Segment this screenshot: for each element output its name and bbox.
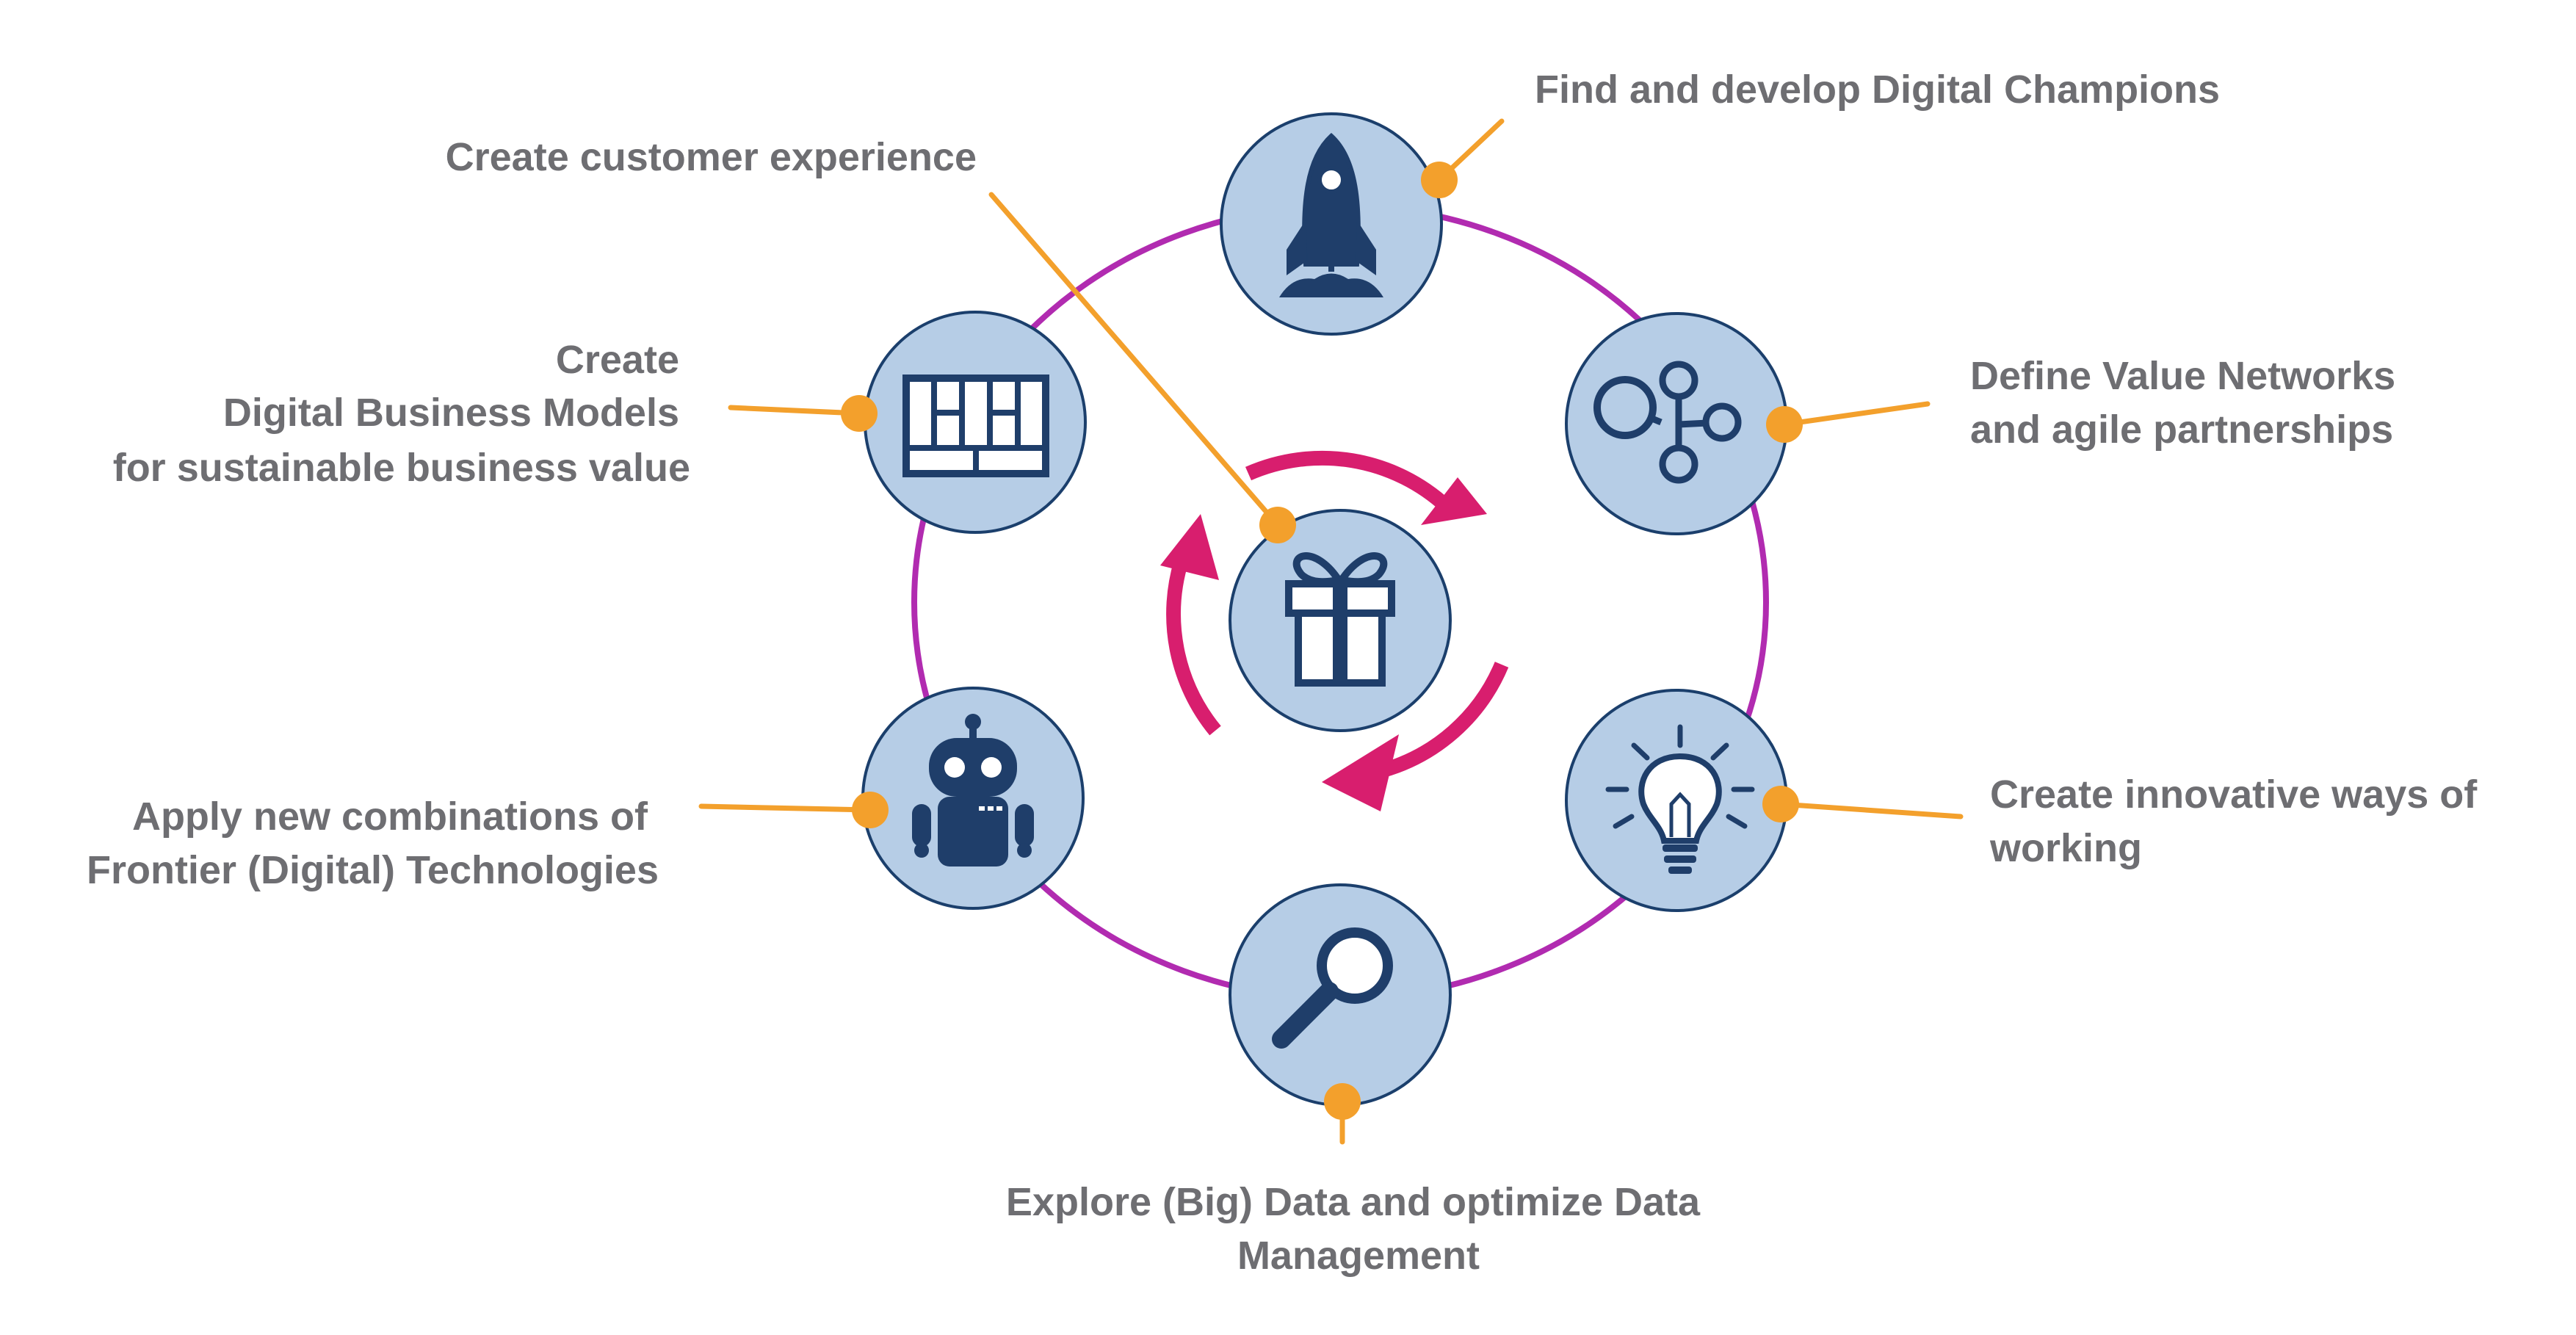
leader-value-networks: [1781, 401, 1931, 427]
cycle-arrows: [1160, 450, 1509, 811]
dot-value-networks: [1766, 406, 1803, 443]
label-business-models: Create Digital Business Models for susta…: [113, 338, 690, 490]
robot-icon: [912, 714, 1034, 867]
label-business-models-line-3: for sustainable business value: [113, 446, 690, 490]
leader-frontier-tech: [698, 803, 873, 813]
node-top: [1220, 112, 1443, 336]
node-center: [1229, 509, 1452, 732]
label-big-data-line-1: Explore (Big) Data and optimize Data: [1006, 1180, 1701, 1224]
dot-digital-champions: [1421, 162, 1458, 198]
label-innovative-ways: Create innovative ways of working: [1989, 773, 2488, 870]
cycle-arrow-top: [1245, 450, 1452, 513]
label-frontier-tech-line-2: Frontier (Digital) Technologies: [87, 848, 659, 892]
label-big-data-line-2: Management: [1237, 1234, 1480, 1278]
label-value-networks: Define Value Networks and agile partners…: [1970, 354, 2406, 452]
leader-business-models: [728, 405, 862, 416]
label-customer-experience: Create customer experience: [446, 135, 977, 179]
node-upper-left: [864, 311, 1087, 534]
dot-business-models: [841, 395, 878, 432]
dot-big-data: [1324, 1083, 1361, 1120]
cycle-arrowhead-left: [1160, 514, 1219, 580]
label-innovative-ways-line-2: working: [1989, 826, 2142, 870]
cycle-arrow-bottom: [1378, 662, 1509, 778]
labels: Create customer experience Find and deve…: [87, 68, 2488, 1278]
label-frontier-tech-line-1: Apply new combinations of: [132, 795, 648, 839]
magnifier-icon: [1272, 927, 1393, 1049]
leader-innovative-ways: [1778, 801, 1964, 820]
leader-dots: [841, 162, 1803, 1120]
node-bottom: [1229, 883, 1452, 1107]
label-business-models-line-2: Digital Business Models: [223, 391, 679, 435]
dot-customer-experience: [1259, 507, 1296, 543]
lightbulb-icon: [1605, 724, 1755, 874]
node-lower-right: [1565, 689, 1788, 912]
cycle-arrowhead-top: [1421, 477, 1487, 525]
cycle-arrowhead-bottom: [1322, 734, 1399, 811]
business-model-canvas-icon: [902, 375, 1049, 477]
label-innovative-ways-line-1: Create innovative ways of: [1990, 773, 2478, 817]
gift-icon: [1285, 552, 1395, 687]
node-upper-right: [1565, 312, 1788, 535]
label-value-networks-line-1: Define Value Networks: [1970, 354, 2395, 398]
label-frontier-tech: Apply new combinations of Frontier (Digi…: [87, 795, 659, 892]
leader-customer-experience: [988, 192, 1281, 528]
rocket-icon: [1279, 132, 1383, 297]
label-value-networks-line-2: and agile partnerships: [1970, 408, 2393, 452]
label-digital-champions: Find and develop Digital Champions: [1535, 68, 2220, 112]
dot-innovative-ways: [1762, 786, 1799, 822]
node-lower-left: [861, 687, 1085, 910]
network-nodes-icon: [1593, 361, 1742, 484]
dot-frontier-tech: [852, 792, 889, 828]
label-business-models-line-1: Create: [556, 338, 679, 382]
label-big-data: Explore (Big) Data and optimize Data Man…: [1006, 1180, 1711, 1278]
cycle-arrow-left: [1166, 555, 1221, 736]
